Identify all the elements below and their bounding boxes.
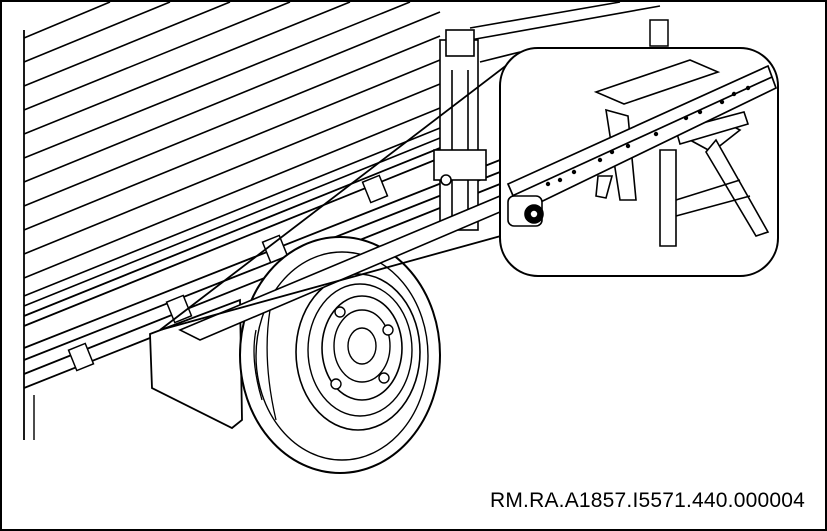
detail-inset [499, 47, 779, 277]
detail-callout-cone [159, 57, 517, 331]
corner-post-top [649, 19, 669, 47]
figure-reference-code: RM.RA.A1857.I5571.440.000004 [490, 489, 805, 512]
frame-rail-holes [545, 85, 751, 187]
rail-end-bracket [507, 195, 544, 227]
drop-side-top-rail [469, 1, 661, 63]
tyre-tread [253, 309, 277, 421]
cargo-body-side-slats [23, 1, 441, 307]
rope-hooks [67, 174, 389, 372]
side-locking-post [433, 29, 487, 231]
